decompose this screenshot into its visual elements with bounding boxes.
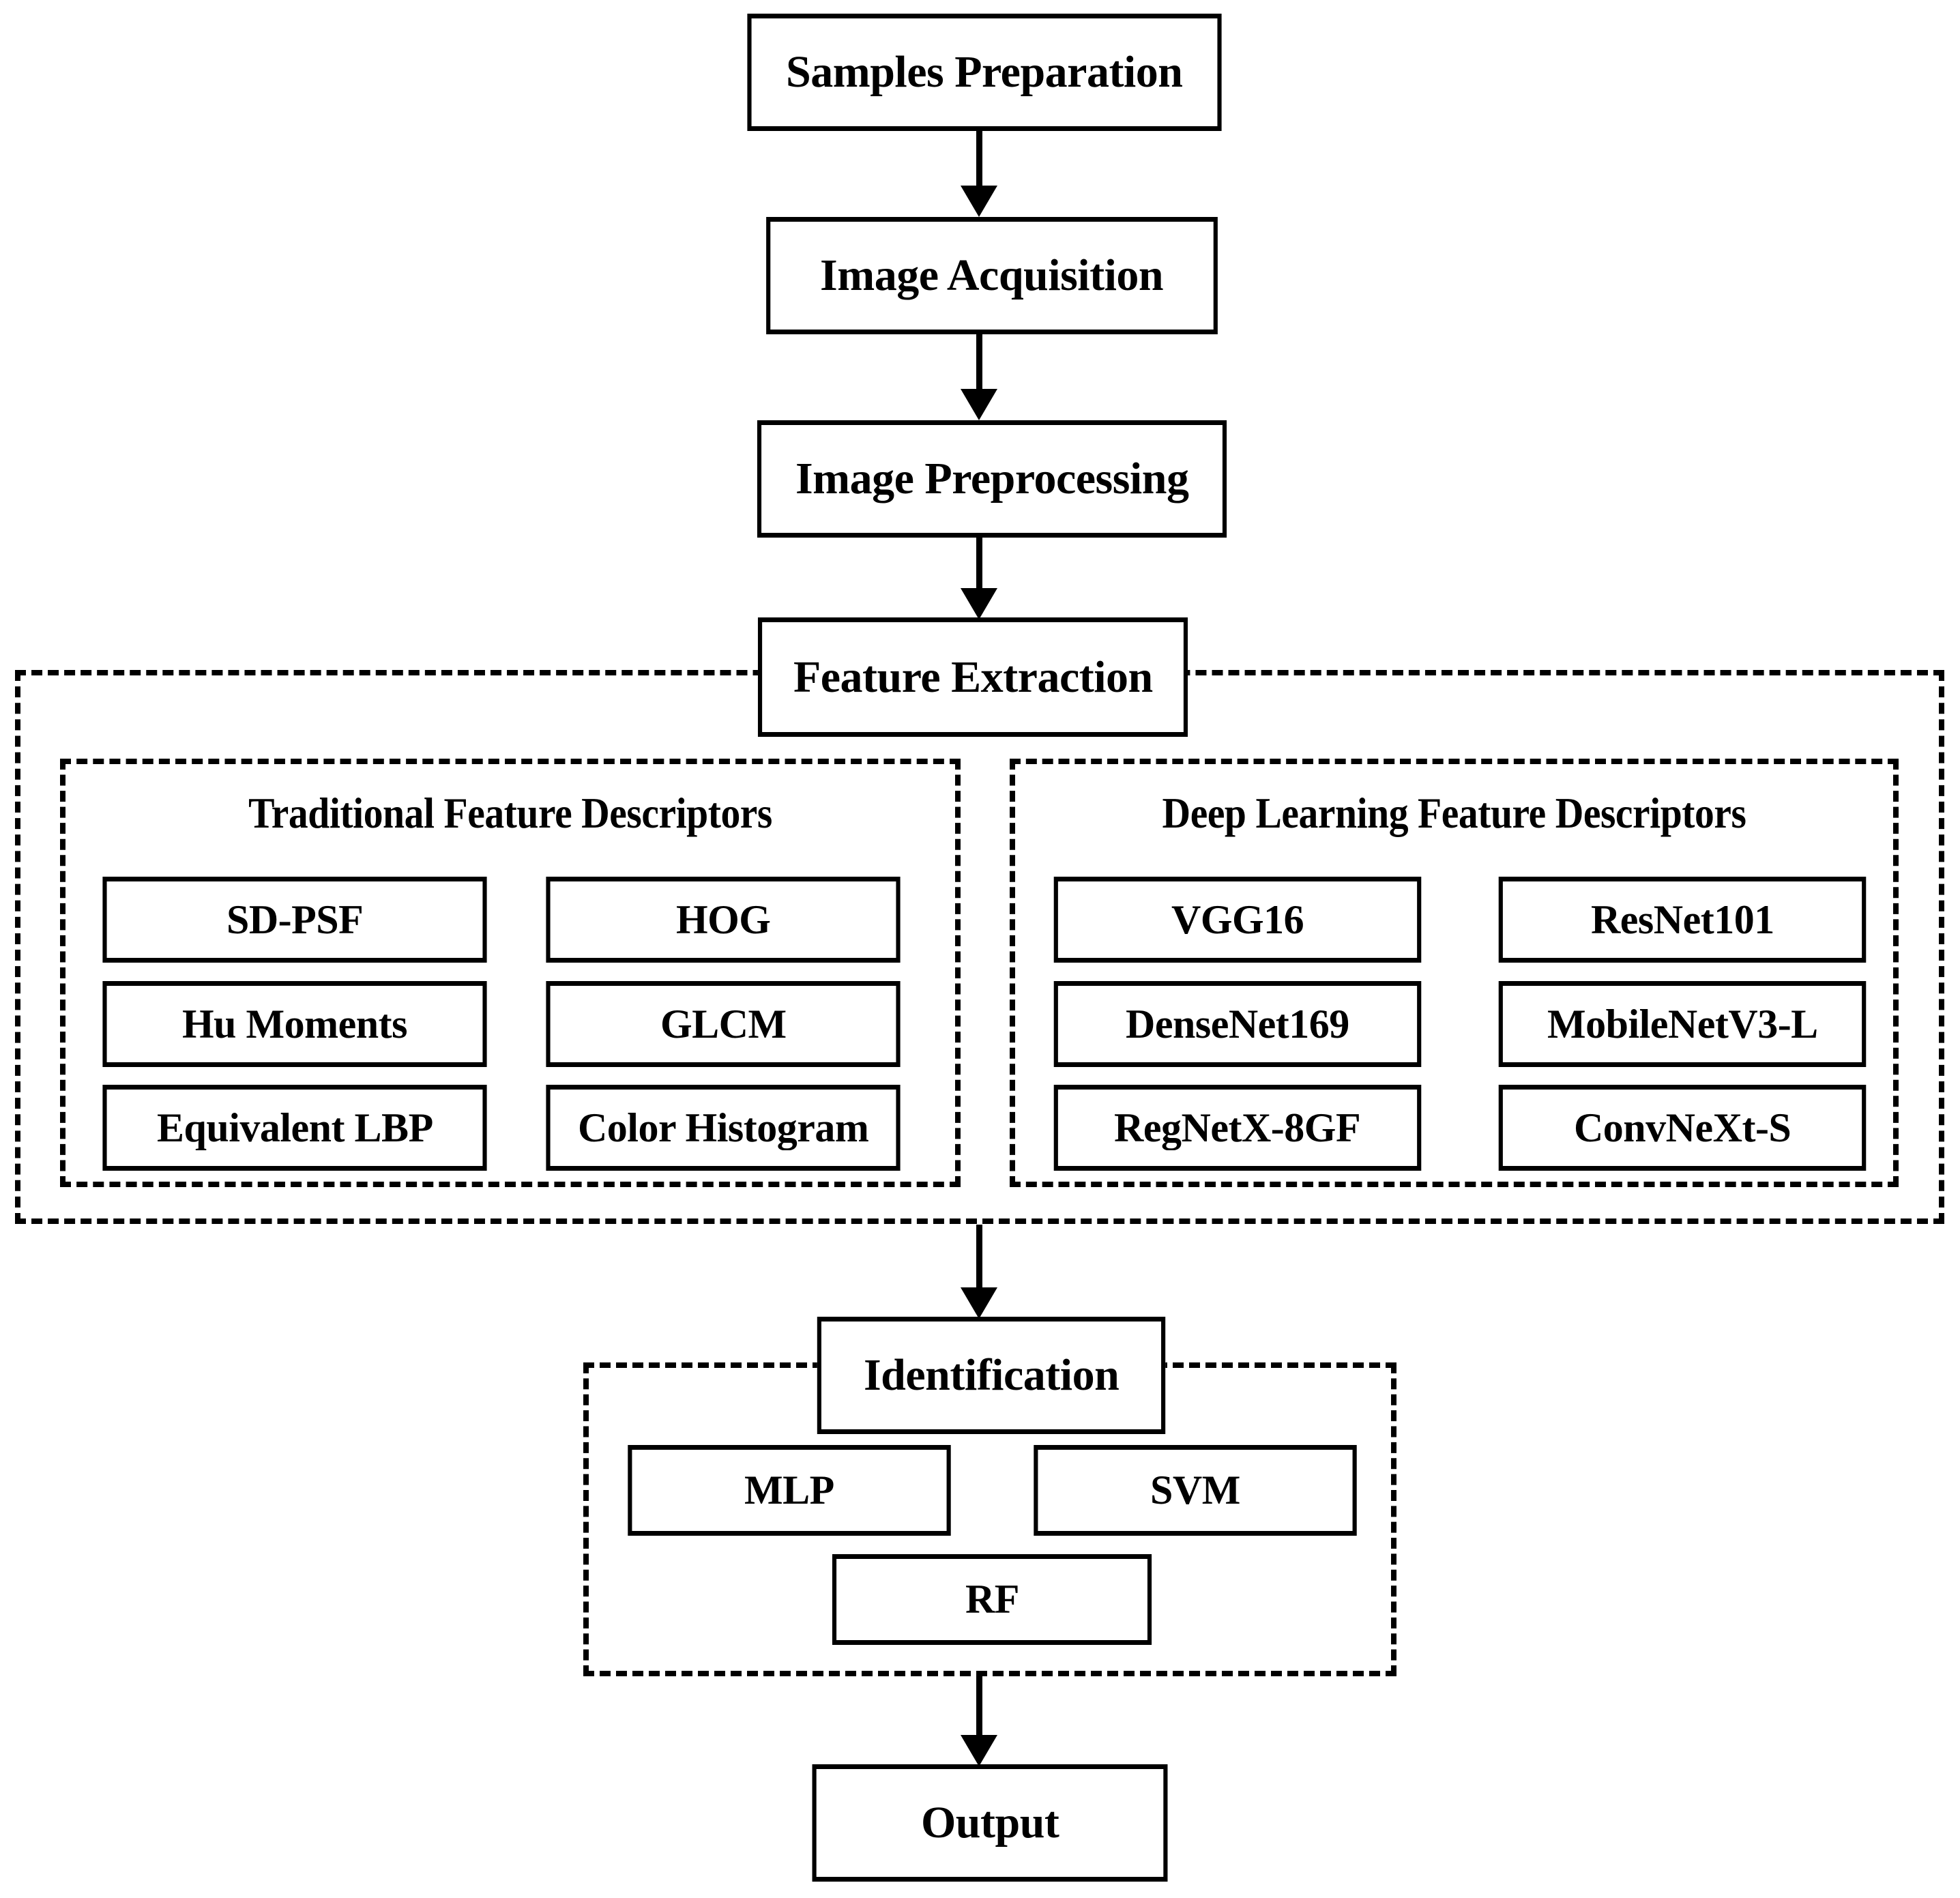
descriptor-label: RegNetX-8GF	[1114, 1105, 1361, 1150]
descriptor-label: DenseNet169	[1126, 1001, 1349, 1047]
node-image-acquisition-label: Image Acquisition	[820, 250, 1164, 301]
classifier-label: MLP	[744, 1468, 834, 1513]
traditional-descriptors-group-box	[60, 759, 961, 1187]
descriptor-label: ResNet101	[1590, 896, 1774, 942]
descriptor-box-equivalent-lbp[interactable]: Equivalent LBP	[102, 1085, 487, 1171]
descriptor-box-resnet101[interactable]: ResNet101	[1498, 877, 1867, 963]
descriptor-label: SD-PSF	[226, 896, 364, 942]
classifier-box-rf[interactable]: RF	[832, 1554, 1152, 1645]
node-image-acquisition[interactable]: Image Acquisition	[766, 217, 1218, 334]
node-identification[interactable]: Identification	[817, 1317, 1166, 1434]
descriptor-box-hog[interactable]: HOG	[546, 877, 901, 963]
descriptor-box-glcm[interactable]: GLCM	[546, 981, 901, 1067]
descriptor-label: ConvNeXt-S	[1573, 1105, 1791, 1150]
node-samples-preparation[interactable]: Samples Preparation	[747, 14, 1222, 131]
deep-learning-descriptors-group-box	[1010, 759, 1899, 1187]
arrow-acquisition-to-preprocessing	[961, 334, 997, 420]
classifier-label: RF	[965, 1577, 1019, 1622]
deep-learning-descriptors-title: Deep Learning Feature Descriptors	[1162, 789, 1746, 837]
descriptor-box-sd-psf[interactable]: SD-PSF	[102, 877, 487, 963]
descriptor-label: Color Histogram	[577, 1105, 869, 1150]
descriptor-box-convnext-s[interactable]: ConvNeXt-S	[1498, 1085, 1867, 1171]
descriptor-label: GLCM	[660, 1001, 787, 1047]
traditional-descriptors-title: Traditional Feature Descriptors	[248, 789, 772, 837]
node-identification-label: Identification	[863, 1350, 1120, 1401]
descriptor-label: VGG16	[1171, 896, 1304, 942]
node-feature-extraction[interactable]: Feature Extraction	[757, 617, 1188, 737]
arrow-preprocessing-to-extraction	[961, 538, 997, 619]
classifier-box-mlp[interactable]: MLP	[628, 1445, 951, 1536]
descriptor-box-color-histogram[interactable]: Color Histogram	[546, 1085, 901, 1171]
node-output-label: Output	[920, 1798, 1059, 1848]
arrow-identification-to-output	[961, 1676, 997, 1766]
arrow-samples-to-acquisition	[961, 131, 997, 217]
node-feature-extraction-label: Feature Extraction	[793, 652, 1153, 702]
classifier-box-svm[interactable]: SVM	[1034, 1445, 1357, 1536]
descriptor-label: Hu Moments	[181, 1001, 407, 1047]
node-image-preprocessing-label: Image Preprocessing	[795, 454, 1189, 504]
arrow-extraction-to-identification	[961, 1225, 997, 1319]
descriptor-box-hu-moments[interactable]: Hu Moments	[102, 981, 487, 1067]
descriptor-box-mobilenetv3-l[interactable]: MobileNetV3-L	[1498, 981, 1867, 1067]
node-image-preprocessing[interactable]: Image Preprocessing	[757, 420, 1227, 538]
descriptor-label: MobileNetV3-L	[1547, 1001, 1818, 1047]
descriptor-box-regnetx-8gf[interactable]: RegNetX-8GF	[1053, 1085, 1422, 1171]
node-samples-preparation-label: Samples Preparation	[786, 47, 1183, 98]
node-output[interactable]: Output	[812, 1764, 1168, 1882]
descriptor-label: Equivalent LBP	[156, 1105, 433, 1150]
descriptor-box-vgg16[interactable]: VGG16	[1053, 877, 1422, 963]
classifier-label: SVM	[1150, 1468, 1240, 1513]
descriptor-label: HOG	[675, 896, 771, 942]
descriptor-box-densenet169[interactable]: DenseNet169	[1053, 981, 1422, 1067]
